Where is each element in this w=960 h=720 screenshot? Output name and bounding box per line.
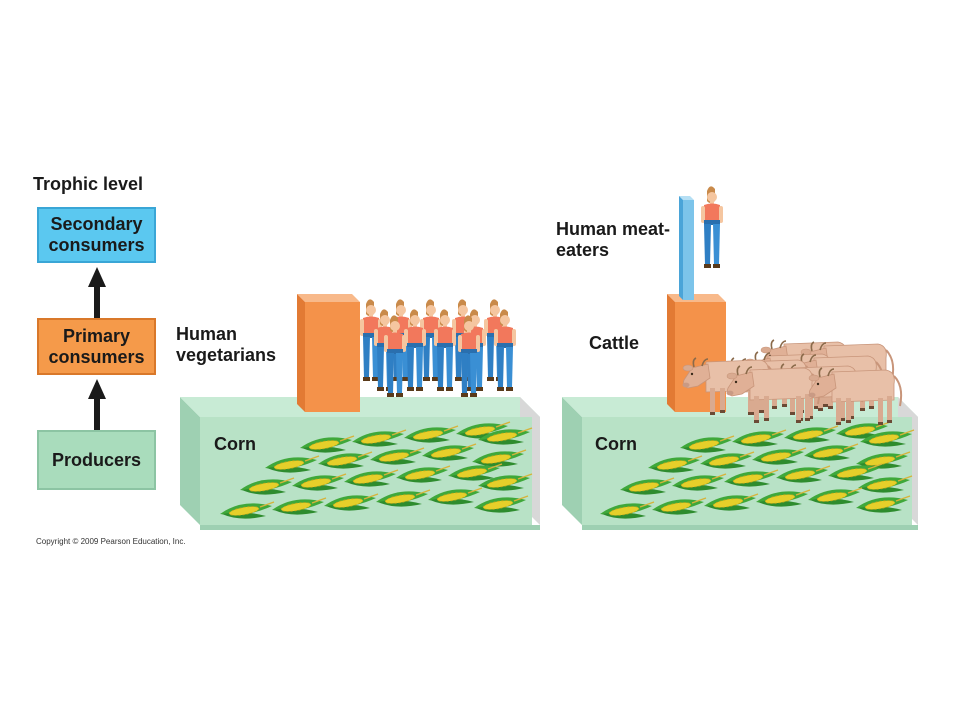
- producers-box: Producers: [37, 430, 156, 490]
- human-meat-eater: [701, 186, 723, 268]
- human-vegetarians-group: [360, 299, 516, 397]
- vegetarian-orange-block: [297, 294, 360, 412]
- meat-orange-block: [667, 294, 726, 412]
- copyright-notice: Copyright © 2009 Pearson Education, Inc.: [36, 537, 186, 546]
- secondary-consumers-label: Secondary consumers: [48, 214, 145, 255]
- human-meat-eaters-label: Human meat-eaters: [556, 219, 671, 260]
- cattle-label: Cattle: [589, 333, 640, 353]
- arrow-producers-to-primary: [88, 379, 106, 430]
- trophic-level-heading: Trophic level: [33, 174, 144, 194]
- primary-consumers-label: Primary consumers: [48, 325, 145, 367]
- human-vegetarians-label: Human vegetarians: [176, 324, 277, 365]
- meat-corn-label: Corn: [595, 434, 637, 454]
- secondary-consumers-box: Secondary consumers: [37, 207, 156, 263]
- vegetarian-corn-label: Corn: [214, 434, 256, 454]
- producers-label: Producers: [51, 449, 142, 470]
- primary-consumers-box: Primary consumers: [37, 318, 156, 375]
- meat-blue-block: [679, 196, 694, 300]
- arrow-primary-to-secondary: [88, 267, 106, 318]
